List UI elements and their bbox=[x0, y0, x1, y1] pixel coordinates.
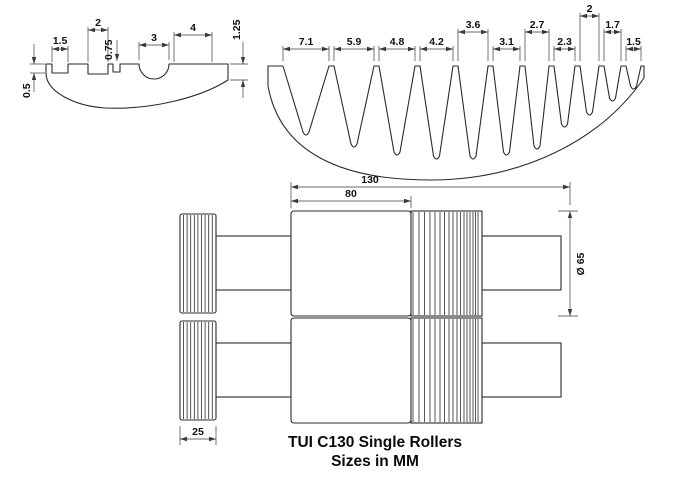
top-roller bbox=[179, 210, 562, 317]
dim-label-large-groove-9: 2 bbox=[587, 3, 593, 15]
dim-label-body-length: 80 bbox=[345, 188, 357, 200]
dim-label-rib: 0.75 bbox=[103, 39, 115, 60]
dim-label-large-groove-2: 5.9 bbox=[347, 36, 362, 48]
top-roller-left-shaft bbox=[215, 235, 292, 291]
dim-label-left-step: 0.5 bbox=[21, 83, 33, 98]
dim-label-flat: 4 bbox=[190, 22, 196, 34]
dim-label-large-groove-10: 1.7 bbox=[605, 19, 620, 31]
top-roller-body bbox=[290, 210, 412, 317]
dim-label-groove1: 1.5 bbox=[53, 35, 68, 47]
bottom-roller-body bbox=[290, 317, 412, 424]
bottom-roller-right-shaft bbox=[481, 342, 562, 398]
small-profile-drawing: 0.5 1.5 2 0.75 3 4 bbox=[21, 17, 248, 109]
roller-dimensions: 130 80 Ø 65 25 bbox=[179, 174, 587, 445]
drawing-title: TUI C130 Single Rollers bbox=[288, 434, 462, 451]
dim-label-large-groove-8: 2.3 bbox=[557, 36, 572, 48]
large-profile-outline bbox=[267, 65, 645, 181]
bottom-roller-left-shaft bbox=[215, 342, 292, 398]
rib-lines bbox=[183, 212, 479, 422]
large-profile-drawing: 7.1 5.9 4.8 4.2 3.6 3.1 2.7 2.3 2 1.7 1.5 bbox=[267, 3, 645, 181]
bottom-roller-grooved-section bbox=[410, 317, 483, 424]
dim-label-large-groove-5: 3.6 bbox=[466, 19, 481, 31]
small-profile-outline bbox=[45, 63, 229, 109]
large-profile-dimensions: 7.1 5.9 4.8 4.2 3.6 3.1 2.7 2.3 2 1.7 1.5 bbox=[282, 3, 642, 61]
roller-assembly-drawing: 130 80 Ø 65 25 bbox=[179, 174, 587, 445]
top-roller-grooved-section bbox=[410, 210, 483, 317]
dim-label-edge-height: 1.25 bbox=[231, 19, 243, 40]
drawing-subtitle: Sizes in MM bbox=[331, 453, 419, 470]
dim-label-large-groove-11: 1.5 bbox=[626, 36, 641, 48]
dim-label-groove2: 2 bbox=[95, 17, 101, 29]
title-block: TUI C130 Single Rollers Sizes in MM bbox=[288, 434, 462, 470]
dim-label-overall-length: 130 bbox=[361, 174, 379, 186]
dim-label-hub-width: 25 bbox=[192, 426, 204, 438]
dim-label-large-groove-1: 7.1 bbox=[299, 36, 314, 48]
dim-label-large-groove-7: 2.7 bbox=[530, 19, 545, 31]
dim-label-round-notch: 3 bbox=[151, 32, 157, 44]
dim-label-large-groove-6: 3.1 bbox=[499, 36, 514, 48]
bottom-roller bbox=[179, 317, 562, 424]
dim-label-large-groove-4: 4.2 bbox=[429, 36, 444, 48]
dim-label-diameter: Ø 65 bbox=[575, 252, 587, 275]
top-roller-right-shaft bbox=[481, 235, 562, 291]
dim-label-large-groove-3: 4.8 bbox=[390, 36, 405, 48]
small-profile-dimensions: 0.5 1.5 2 0.75 3 4 bbox=[21, 17, 248, 98]
